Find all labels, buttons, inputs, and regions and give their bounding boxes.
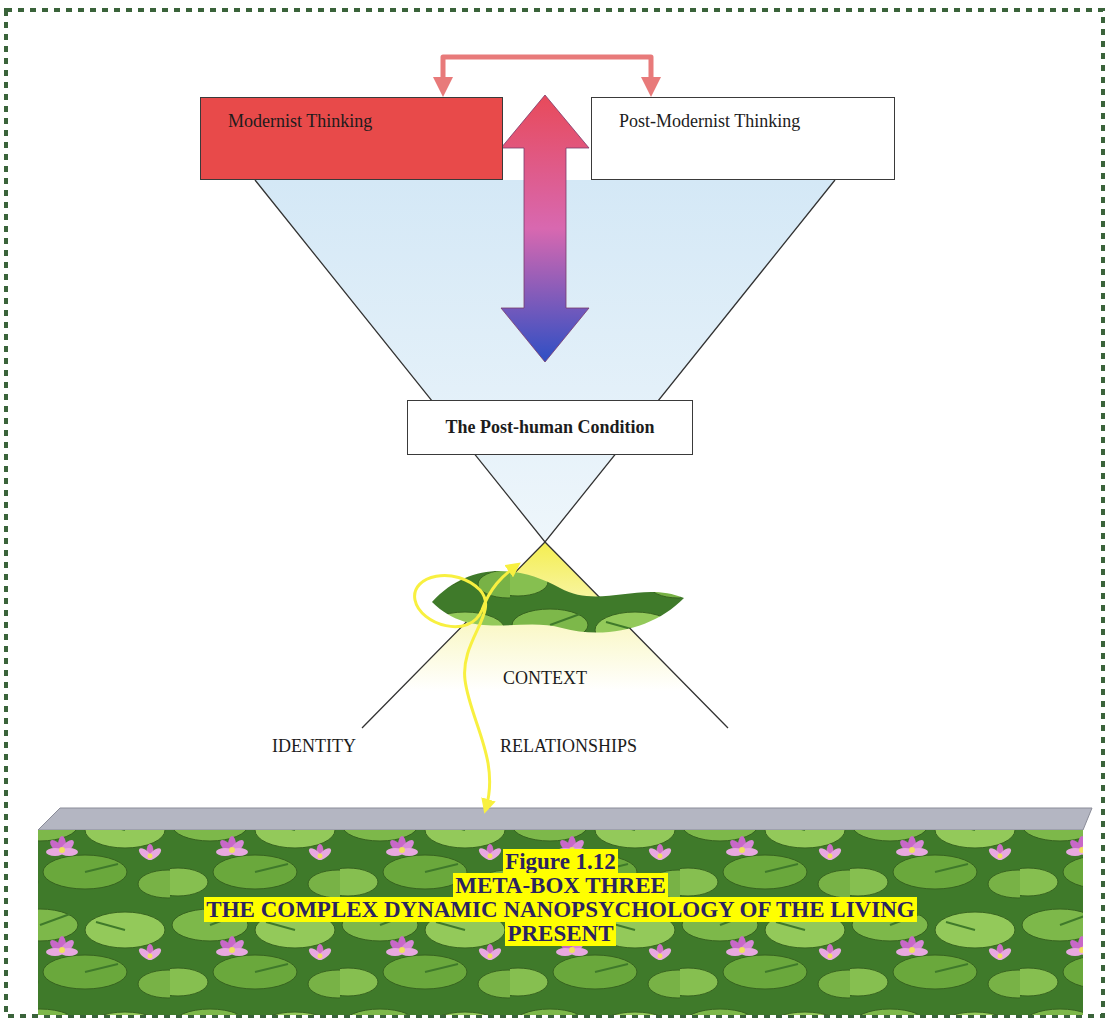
condition-box: The Post-human Condition	[407, 400, 693, 455]
section-label: RELATIONSHIPS	[500, 736, 720, 757]
slab-top	[38, 808, 1092, 830]
section-label: IDENTITY	[272, 736, 422, 757]
vertical-double-arrow	[501, 95, 589, 362]
box-label: The Post-human Condition	[445, 417, 654, 437]
figure-caption-text: META-BOX THREE	[453, 873, 668, 898]
feedback-loop-arrow	[415, 566, 516, 808]
text-line: THE COMPLEX DYNAMIC NANOPSYCHOLOGY OF TH…	[151, 898, 971, 946]
section-label: CONTEXT	[445, 668, 645, 689]
dotted-frame	[6, 10, 1103, 1016]
slab-front	[38, 830, 1083, 1015]
box-label: Modernist Thinking	[228, 111, 372, 131]
double-arrow-connector	[443, 57, 651, 81]
thinking-box: Modernist Thinking	[200, 97, 503, 180]
text-line: META-BOX THREE	[151, 874, 971, 898]
text-line: Modernist Thinking	[228, 111, 492, 132]
figure-caption-text: Figure 1.12	[503, 849, 618, 874]
lower-triangle-fill	[362, 542, 728, 728]
text-line: Figure 1.12	[151, 850, 971, 874]
meta-box-slab: Figure 1.12META-BOX THREETHE COMPLEX DYN…	[38, 830, 1083, 1015]
text-line: The Post-human Condition	[445, 417, 654, 438]
lower-triangle	[362, 542, 728, 728]
thinking-box: Post-Modernist Thinking	[591, 97, 895, 180]
figure-caption-text: THE COMPLEX DYNAMIC NANOPSYCHOLOGY OF TH…	[204, 897, 916, 946]
text-line: Post-Modernist Thinking	[619, 111, 884, 132]
box-label: Post-Modernist Thinking	[619, 111, 800, 131]
